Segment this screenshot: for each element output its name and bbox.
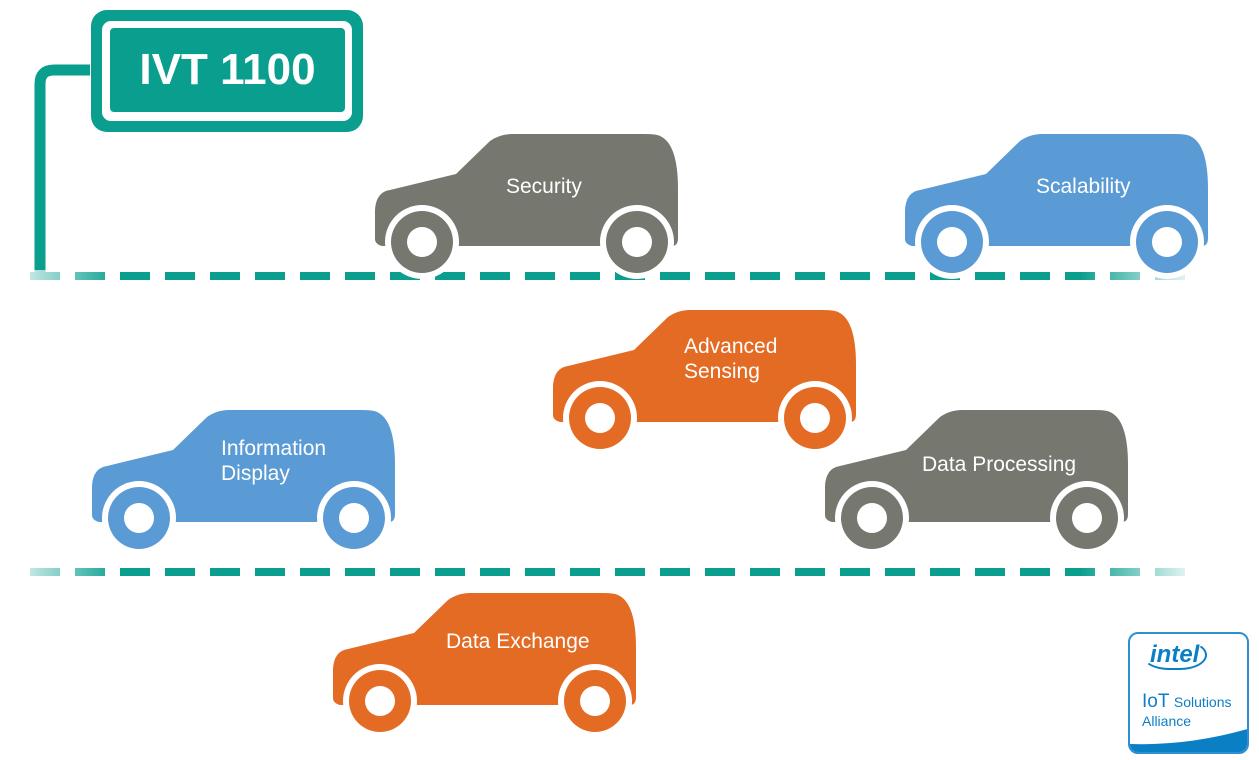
lane-dash [345, 272, 375, 280]
lane-dash [345, 568, 375, 576]
lane-dash [525, 272, 555, 280]
lane-dash [795, 272, 825, 280]
car-information-display: Information Display [89, 410, 399, 555]
car-graphic [553, 310, 856, 455]
intel-wordmark: intel [1142, 640, 1208, 670]
lane-dash [705, 568, 735, 576]
lane-dash [750, 272, 780, 280]
lane-dash [300, 272, 330, 280]
car-body [375, 134, 678, 246]
wheel-hub [407, 227, 437, 257]
lane-dash [570, 568, 600, 576]
wheel-hub [365, 686, 395, 716]
wheel-hub [585, 403, 615, 433]
lane-dash [165, 272, 195, 280]
lane-dash [840, 568, 870, 576]
lane-dash [435, 568, 465, 576]
lane-dash [120, 272, 150, 280]
intel-iot-alliance-logo: intel IoT Solutions Alliance [1128, 632, 1249, 754]
lane-dash [255, 568, 285, 576]
lane-dash [660, 568, 690, 576]
lane-dash [885, 568, 915, 576]
lane-dash [885, 272, 915, 280]
lane-dash [300, 568, 330, 576]
car-advanced-sensing: Advanced Sensing [550, 310, 860, 455]
car-body [333, 593, 636, 705]
car-graphic [375, 134, 678, 279]
car-label-scalability: Scalability [1036, 175, 1131, 198]
car-graphic [333, 593, 636, 738]
logo-swoosh [1130, 729, 1247, 752]
sign-pole [34, 64, 90, 276]
lane-dash [165, 568, 195, 576]
lane-dash [120, 568, 150, 576]
sign-title: IVT 1100 [139, 45, 316, 94]
wheel-hub [339, 503, 369, 533]
logo-alliance-text: Alliance [1142, 713, 1192, 729]
car-security: Security [372, 134, 682, 279]
car-data-exchange: Data Exchange [330, 593, 640, 738]
lane-dash [570, 272, 600, 280]
sign-board-face [110, 28, 345, 112]
lane-dash [795, 568, 825, 576]
car-scalability: Scalability [902, 134, 1212, 279]
logo-solutions-text: Solutions [1173, 694, 1232, 710]
car-graphic [92, 410, 395, 555]
lane-dash [210, 272, 240, 280]
car-label-security: Security [506, 175, 582, 198]
lane-dash [840, 272, 870, 280]
wheel-hub [800, 403, 830, 433]
logo-iot-solutions: IoT Solutions [1142, 692, 1232, 713]
car-label-data-processing: Data Processing [922, 453, 1077, 476]
lane-dash [615, 568, 645, 576]
wheel-hub [1152, 227, 1182, 257]
car-body [92, 410, 395, 522]
lane-dash [255, 272, 285, 280]
lane-dash [210, 568, 240, 576]
wheel-hub [580, 686, 610, 716]
lane-dash [975, 568, 1005, 576]
lane-dash [975, 272, 1005, 280]
lane-dash [705, 272, 735, 280]
lane-dash [480, 272, 510, 280]
lane-dash [1020, 568, 1050, 576]
lane-dash [750, 568, 780, 576]
logo-iot-text: IoT [1142, 691, 1170, 712]
car-label-advanced-sensing: Advanced Sensing [684, 335, 778, 383]
car-body [825, 410, 1128, 522]
wheel-hub [937, 227, 967, 257]
car-data-processing: Data Processing [822, 410, 1132, 555]
car-label-information-display: Information Display [221, 437, 327, 485]
wheel-hub [622, 227, 652, 257]
wheel-hub [857, 503, 887, 533]
car-body [905, 134, 1208, 246]
lane-dash [1020, 272, 1050, 280]
lane-dash [480, 568, 510, 576]
car-body [553, 310, 856, 422]
lane-dash [930, 568, 960, 576]
lane-dash [390, 568, 420, 576]
lane-dash [435, 272, 465, 280]
wheel-hub [124, 503, 154, 533]
wheel-hub [1072, 503, 1102, 533]
lane-dash [660, 272, 690, 280]
lane-dash [390, 272, 420, 280]
car-graphic [905, 134, 1208, 279]
car-graphic [825, 410, 1128, 555]
car-label-data-exchange: Data Exchange [446, 630, 590, 653]
lane-dash [525, 568, 555, 576]
lane-divider-bottom [30, 568, 1185, 576]
